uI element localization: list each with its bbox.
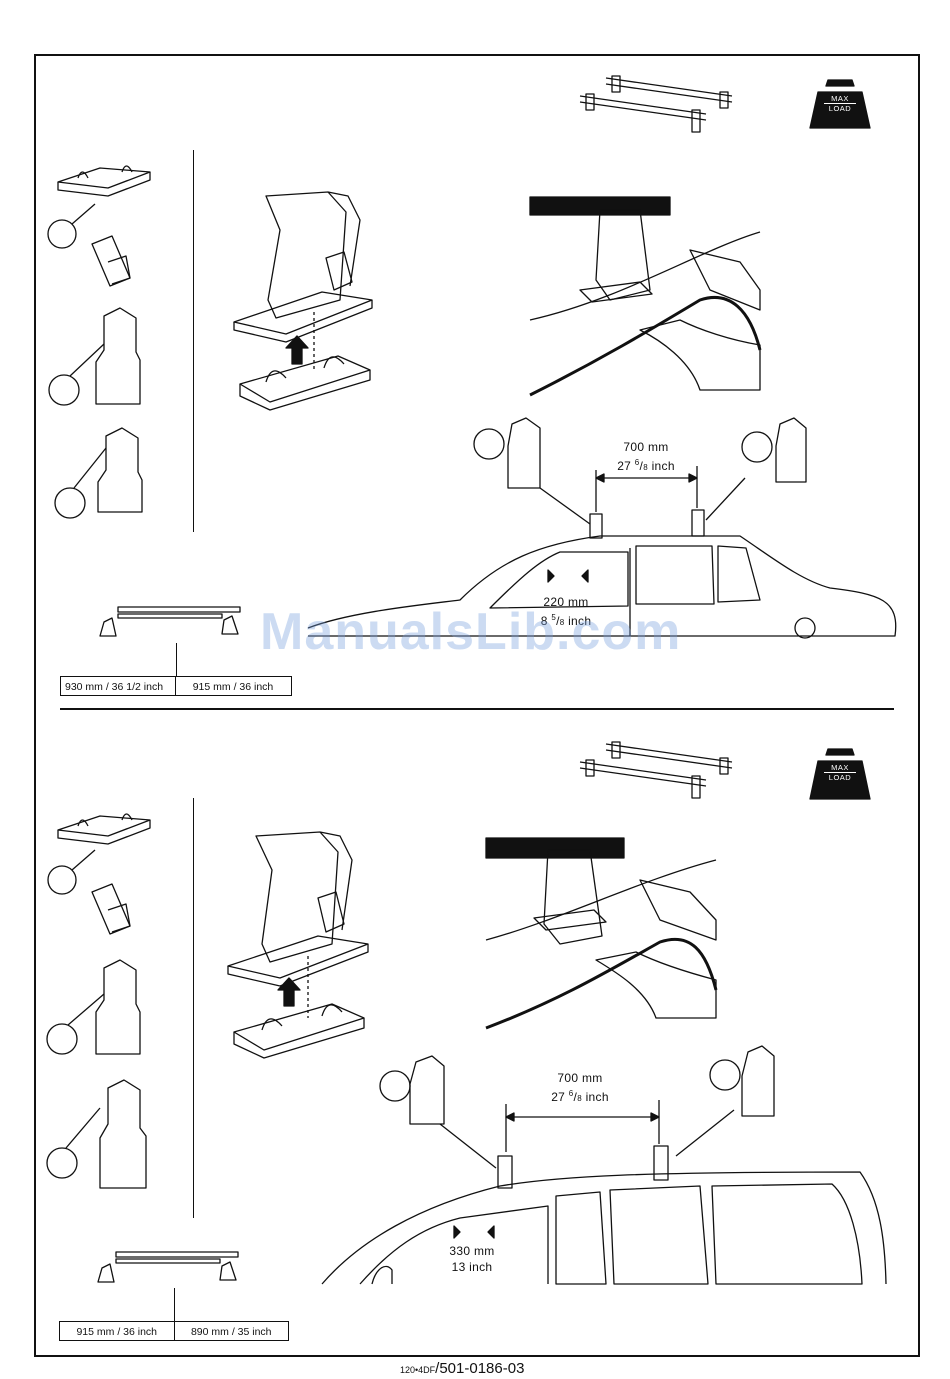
part-prefix: 120•4DF <box>400 1365 435 1375</box>
part-number: 120•4DF/501-0186-03 <box>400 1360 524 1377</box>
bar-spacing-mm: 700 mm <box>530 1070 630 1086</box>
bar-spacing-inch: 27 6/8 inch <box>530 1086 630 1107</box>
mounting-detail-lower <box>486 838 716 1028</box>
bar-spacing-inch: 27 6/8 inch <box>596 455 696 476</box>
roof-rack-icon-lower <box>580 742 732 798</box>
front-offset-lower: 330 mm 13 inch <box>422 1243 522 1275</box>
mounting-detail-upper <box>530 197 760 395</box>
bar-length-cell: 915 mm / 36 inch <box>60 1322 174 1340</box>
front-offset-mm: 330 mm <box>422 1243 522 1259</box>
bar-length-table-upper: 930 mm / 36 1/2 inch 915 mm / 36 inch <box>60 676 292 696</box>
bar-length-icon-upper <box>100 607 240 636</box>
bar-spacing-upper: 700 mm 27 6/8 inch <box>596 439 696 476</box>
bar-length-icon-lower <box>98 1252 238 1282</box>
foot-assembly-upper <box>234 192 372 410</box>
parts-column-lower <box>47 814 150 1188</box>
max-load-line1: MAX <box>824 763 856 772</box>
bar-spacing-lower: 700 mm 27 6/8 inch <box>530 1070 630 1107</box>
bar-length-table-lower: 915 mm / 36 inch 890 mm / 35 inch <box>59 1321 289 1341</box>
foot-assembly-lower <box>228 832 368 1058</box>
parts-column-upper <box>48 166 150 518</box>
roof-rack-icon-upper <box>580 76 732 132</box>
part-number-text: /501-0186-03 <box>435 1360 524 1377</box>
watermark: ManualsLib.com <box>260 602 681 662</box>
max-load-line2: LOAD <box>824 772 856 782</box>
bar-length-cell: 930 mm / 36 1/2 inch <box>61 677 175 695</box>
max-load-line1: MAX <box>824 94 856 103</box>
bar-spacing-mm: 700 mm <box>596 439 696 455</box>
bar-length-cell: 915 mm / 36 inch <box>175 677 290 695</box>
front-offset-inch: 13 inch <box>422 1259 522 1275</box>
bar-length-cell: 890 mm / 35 inch <box>174 1322 289 1340</box>
arrow-icon <box>278 978 300 1006</box>
max-load-line2: LOAD <box>824 103 856 113</box>
